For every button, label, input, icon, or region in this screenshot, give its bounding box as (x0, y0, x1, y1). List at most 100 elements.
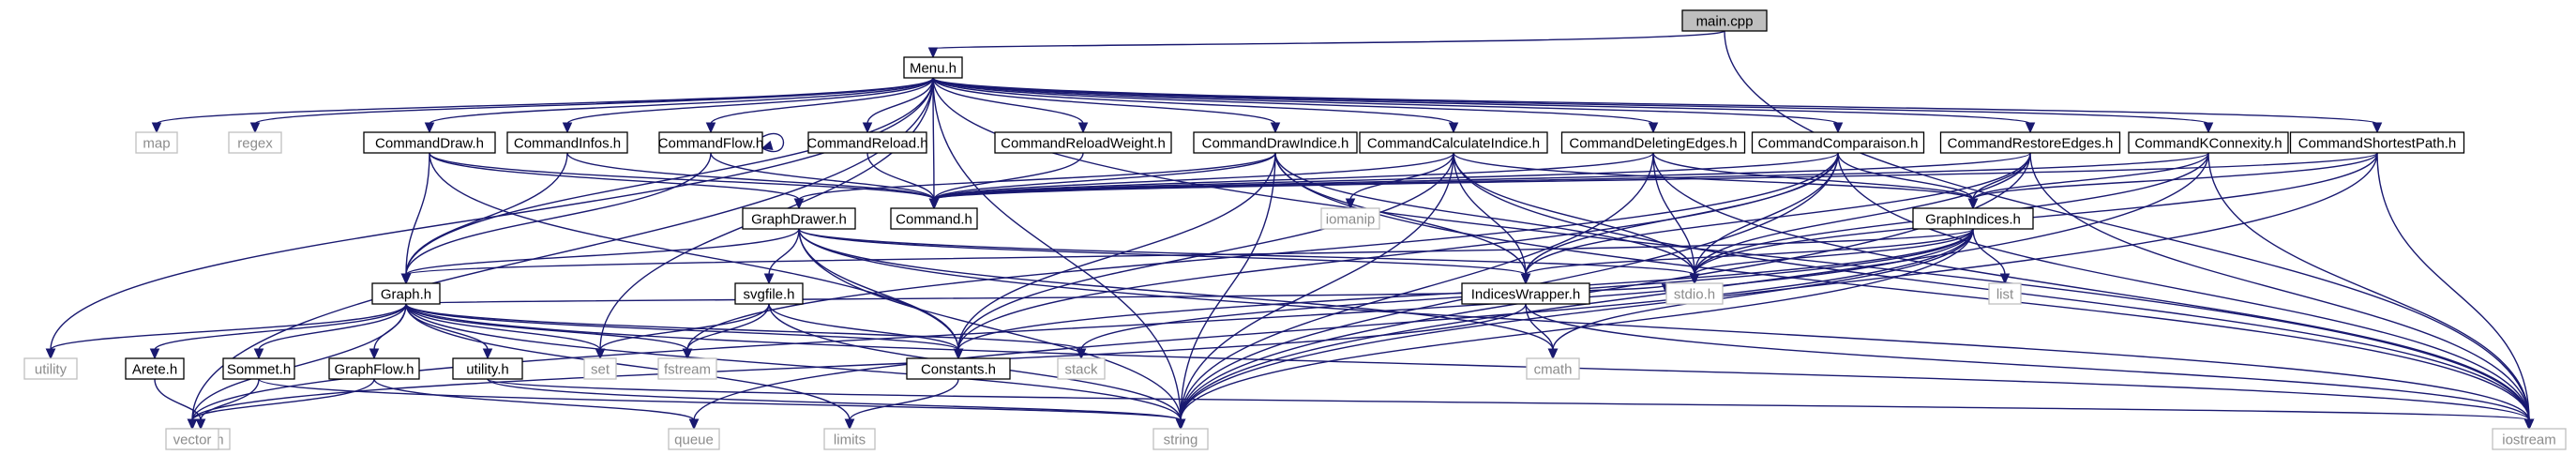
node-box (363, 131, 496, 154)
edge-arrowhead (400, 273, 412, 285)
node-stack: stack (1057, 357, 1106, 380)
edge-line (933, 152, 1654, 201)
node-cmdreload-h[interactable]: CommandReload.h (806, 131, 928, 154)
node-cmdrestoreedges-h[interactable]: CommandRestoreEdges.h (1939, 131, 2121, 154)
node-command-h[interactable]: Command.h (890, 207, 978, 230)
edge-cmddrawindice_h-to-command_h (928, 152, 1276, 210)
edge-arrowhead (928, 198, 940, 210)
node-label: CommandDrawIndice.h (1202, 136, 1349, 152)
edge-line (957, 152, 1839, 351)
edge-menu_h-to-map (151, 77, 934, 134)
node-box (994, 131, 1172, 154)
edge-line (405, 152, 430, 276)
edge-line (686, 152, 1839, 351)
node-cmdkconnexity-h[interactable]: CommandKConnexity.h (2128, 131, 2289, 154)
node-svgfile-h[interactable]: svgfile.h (734, 282, 804, 305)
node-cmdreloadweight-h[interactable]: CommandReloadWeight.h (994, 131, 1172, 154)
edge-cmdshortestpath_h-to-command_h (928, 152, 2378, 210)
node-label: fstream (664, 362, 711, 378)
edge-menu_h-to-cmddrawindice_h (932, 77, 1281, 134)
edge-arrowhead (1999, 273, 2011, 285)
edge-line (932, 77, 2378, 125)
node-constants-h[interactable]: Constants.h (906, 357, 1011, 380)
node-graphflow-h[interactable]: GraphFlow.h (328, 357, 420, 380)
edge-line (1652, 152, 1695, 276)
edge-arrowhead (1448, 122, 1459, 134)
node-box (506, 131, 628, 154)
node-label: Constants.h (921, 362, 996, 378)
node-box (1526, 357, 1580, 380)
edge-line (405, 228, 800, 276)
node-menu-h[interactable]: Menu.h (903, 56, 963, 79)
node-iostream: iostream (2492, 428, 2567, 450)
edge-line (768, 303, 959, 351)
node-sommet-h[interactable]: Sommet.h (222, 357, 295, 380)
edge-line (932, 77, 1182, 421)
node-cmdcalcindice-h[interactable]: CommandCalculateIndice.h (1359, 131, 1548, 154)
node-box (1560, 131, 1746, 154)
node-cmdflow-h[interactable]: CommandFlow.h (658, 131, 764, 154)
node-indiceswrapper-h[interactable]: IndicesWrapper.h (1461, 282, 1590, 305)
edge-cmdrestoreedges_h-to-graphindices_h (1967, 152, 2031, 210)
edge-main_cpp-to-menu_h (927, 30, 1725, 59)
node-graphindices-h[interactable]: GraphIndices.h (1912, 207, 2034, 230)
node-box (1912, 207, 2034, 230)
edge-menu_h-to-cmdreloadweight_h (932, 77, 1089, 134)
edge-arrowhead (424, 122, 435, 134)
node-fstream: fstream (657, 357, 717, 380)
node-box (125, 357, 185, 380)
node-arete-h[interactable]: Arete.h (125, 357, 185, 380)
edge-menu_h-to-cmdinfos_h (562, 77, 934, 134)
edge-line (429, 77, 934, 125)
edge-line (405, 228, 1974, 276)
edge-line (933, 152, 1084, 201)
edge-arrowhead (1832, 122, 1844, 134)
edge-line (693, 228, 1974, 421)
edge-line (1180, 152, 1276, 421)
edge-line (566, 77, 934, 125)
edge-line (373, 303, 407, 351)
node-label: iostream (2502, 432, 2556, 448)
node-label: CommandKConnexity.h (2134, 136, 2282, 152)
node-cmddraw-h[interactable]: CommandDraw.h (363, 131, 496, 154)
node-label: IndicesWrapper.h (1471, 287, 1580, 303)
node-box (1320, 207, 1380, 230)
node-cmdshortestpath-h[interactable]: CommandShortestPath.h (2289, 131, 2465, 154)
edge-line (1274, 152, 2530, 421)
edge-arrowhead (482, 348, 493, 360)
edge-line (429, 152, 935, 201)
node-box (742, 207, 856, 230)
node-graph-h[interactable]: Graph.h (371, 282, 441, 305)
node-label: CommandFlow.h (658, 136, 764, 152)
node-label: stack (1064, 362, 1098, 378)
node-box (1665, 282, 1724, 305)
edge-line (1525, 303, 1554, 351)
edge-graphindices_h-to-list (1972, 228, 2011, 285)
edge-line (191, 303, 407, 421)
edge-line (798, 228, 1695, 276)
node-box (807, 131, 927, 154)
node-cmddrawindice-h[interactable]: CommandDrawIndice.h (1193, 131, 1358, 154)
edge-arrowhead (151, 122, 162, 134)
edge-graphindices_h-to-stdio_h (1689, 228, 1974, 285)
edge-line (1694, 228, 1974, 276)
node-cmdinfos-h[interactable]: CommandInfos.h (506, 131, 628, 154)
edge-line (932, 77, 1654, 125)
edge-line (200, 378, 260, 421)
node-label: cmath (1534, 362, 1573, 378)
edge-line (932, 30, 1725, 50)
node-graphdrawer-h[interactable]: GraphDrawer.h (742, 207, 856, 230)
node-cmdcomparaison-h[interactable]: CommandComparaison.h (1751, 131, 1925, 154)
node-set: set (583, 357, 617, 380)
node-label: CommandInfos.h (514, 136, 621, 152)
edge-menu_h-to-cmdcomparaison_h (932, 77, 1844, 134)
node-label: GraphIndices.h (1925, 212, 2021, 228)
edge-line (566, 152, 935, 201)
node-box (734, 282, 804, 305)
node-utility-h[interactable]: utility.h (452, 357, 523, 380)
edge-cmddrawindice_h-to-graphdrawer_h (793, 152, 1276, 210)
node-cmddeledges-h[interactable]: CommandDeletingEdges.h (1560, 131, 1746, 154)
edge-line (405, 152, 568, 276)
node-box (1359, 131, 1548, 154)
node-main-cpp[interactable]: main.cpp (1681, 9, 1768, 32)
